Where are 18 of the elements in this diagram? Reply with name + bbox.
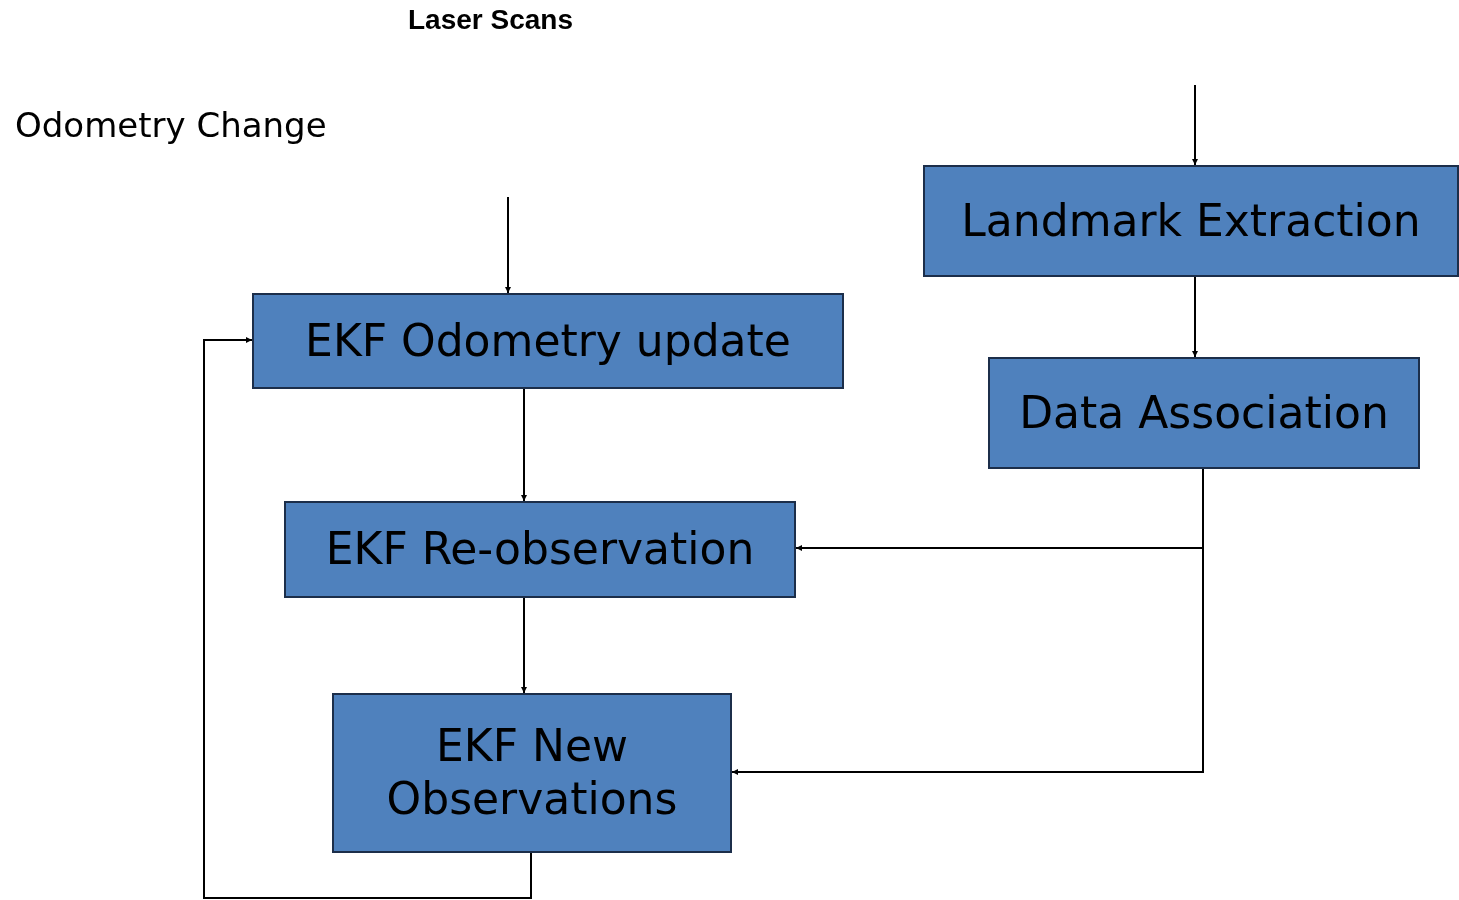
arrow <box>521 597 527 694</box>
box-label: EKF New Observations <box>385 720 679 826</box>
arrow <box>505 196 511 294</box>
input-label: Laser Scans <box>408 4 573 36</box>
process-box <box>988 357 1420 469</box>
arrow <box>1192 84 1198 166</box>
arrow <box>203 337 532 899</box>
process-box <box>252 293 844 389</box>
arrow <box>1192 276 1198 358</box>
process-box <box>923 165 1459 277</box>
process-box <box>284 501 796 598</box>
box-label: Data Association <box>1019 386 1389 440</box>
input-label: Odometry Change <box>15 105 327 145</box>
arrow <box>521 388 527 502</box>
box-label: Landmark Extraction <box>961 194 1421 248</box>
box-label: EKF Odometry update <box>305 314 791 368</box>
process-box <box>332 693 732 853</box>
box-label: EKF Re-observation <box>325 523 755 576</box>
